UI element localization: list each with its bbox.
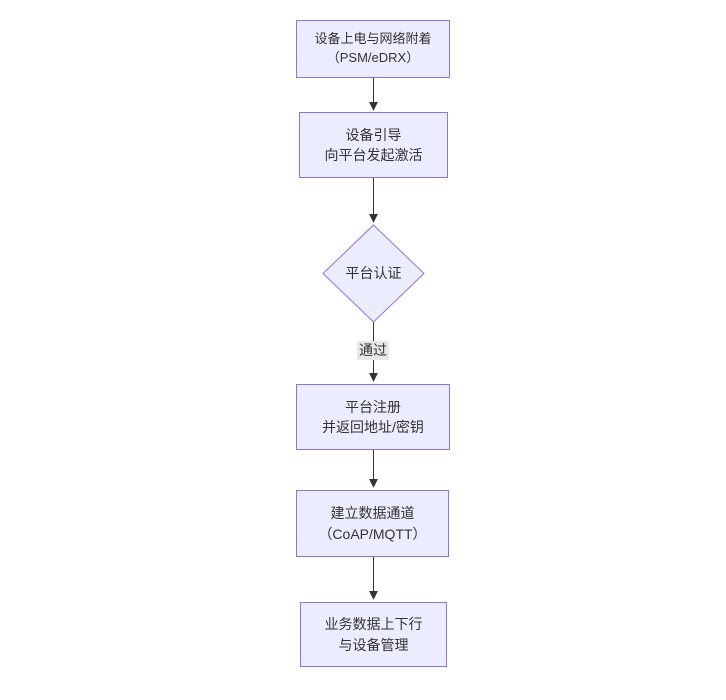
node-text-line: 设备上电与网络附着 [314, 31, 432, 47]
node-platform-register-return-keys: 平台注册 并返回地址/密钥 [296, 384, 450, 450]
node-business-data-device-management: 业务数据上下行 与设备管理 [300, 602, 447, 667]
node-establish-data-channel: 建立数据通道 （CoAP/MQTT） [296, 490, 449, 557]
node-text-line: 设备引导 [345, 126, 402, 143]
node-text-line: （CoAP/MQTT） [318, 525, 427, 542]
node-text-line: 向平台发起激活 [324, 147, 423, 163]
node-text-line: 与设备管理 [338, 636, 409, 653]
node-device-power-network-attach: 设备上电与网络附着 （PSM/eDRX） [296, 20, 450, 78]
node-text-line: 平台注册 [345, 398, 401, 415]
decision-label-platform-auth: 平台认证 [345, 265, 402, 281]
node-text-line: 并返回地址/密钥 [322, 419, 424, 435]
node-text-line: 业务数据上下行 [324, 616, 423, 633]
node-text-line: 建立数据通道 [330, 505, 415, 522]
node-device-bootstrap-activate: 设备引导 向平台发起激活 [299, 112, 448, 178]
node-text-line: （PSM/eDRX） [326, 50, 420, 65]
edge-label-pass: 通过 [357, 341, 389, 360]
decision-diamond-platform-auth [322, 224, 425, 323]
